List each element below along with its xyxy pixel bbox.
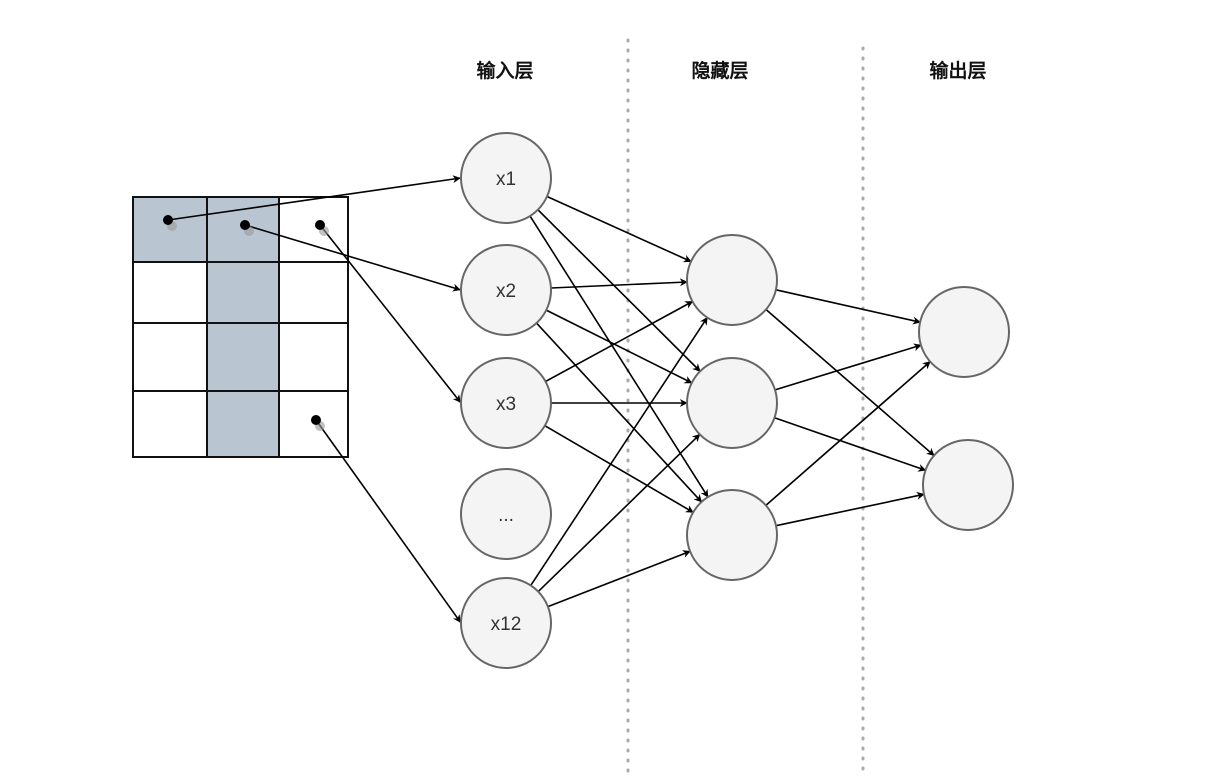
hidden-output-edge: [775, 491, 925, 527]
input-hidden-edge: [550, 278, 688, 289]
input-hidden-edge: [530, 316, 708, 586]
grid-cell: [278, 322, 349, 392]
input-hidden-edge: [547, 550, 691, 608]
input-node-label: x1: [496, 169, 516, 190]
hidden-output-edge: [765, 308, 935, 457]
grid-cell: [132, 322, 208, 392]
input-node: [460, 577, 552, 669]
grid-dot: [311, 415, 321, 425]
input-hidden-edge: [537, 209, 701, 372]
grid-cell: [206, 261, 280, 324]
input-node: [460, 244, 552, 336]
input-hidden-edge: [545, 309, 693, 384]
input-hidden-edge: [535, 322, 703, 503]
grid-cell: [278, 261, 349, 324]
grid-cell: [132, 390, 208, 458]
input-grid: [132, 196, 349, 458]
grid-cell: [206, 322, 280, 392]
hidden-node: [686, 234, 778, 326]
input-layer-label: 输入层: [476, 59, 533, 82]
input-node: [460, 132, 552, 224]
grid-cell: [206, 390, 280, 458]
nodes: x1 x2 x3... x12: [460, 132, 1014, 669]
input-hidden-edge: [537, 433, 701, 593]
grid-dot: [240, 220, 250, 230]
input-node-label: x12: [491, 614, 522, 635]
hidden-node: [686, 489, 778, 581]
hidden-output-edge: [765, 361, 931, 506]
grid-to-input-edge: [167, 175, 461, 221]
hidden-output-edge: [774, 417, 927, 472]
input-node-label: x2: [496, 281, 516, 302]
hidden-node: [686, 357, 778, 449]
grid-to-input-edge: [319, 224, 462, 403]
grid-dot: [163, 215, 173, 225]
input-hidden-edge: [544, 425, 694, 513]
output-node: [918, 286, 1010, 378]
grid-cell: [132, 261, 208, 324]
hidden-output-edge: [774, 343, 922, 391]
input-hidden-edge: [546, 195, 692, 263]
edges: [163, 175, 935, 623]
input-hidden-edge: [529, 215, 709, 498]
output-node: [922, 439, 1014, 531]
hidden-layer-label: 隐藏层: [691, 59, 748, 82]
input-hidden-edge: [545, 300, 694, 383]
output-layer-label: 输出层: [929, 59, 986, 82]
input-node-label: x3: [496, 394, 516, 415]
input-node-label: ...: [498, 505, 514, 526]
input-node: [460, 468, 552, 560]
grid-to-input-edge: [244, 224, 461, 292]
hidden-output-edge: [775, 289, 921, 325]
input-node: [460, 357, 552, 449]
grid-dot: [315, 220, 325, 230]
grid-to-input-edge: [315, 419, 462, 623]
